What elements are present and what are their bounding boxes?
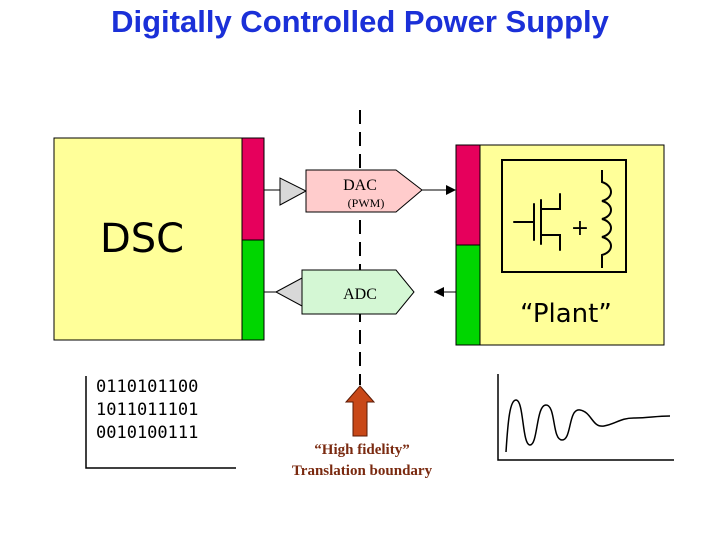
plant-output-port	[455, 244, 481, 346]
adc-block	[301, 269, 415, 315]
dsc-input-port	[241, 239, 265, 341]
dac-sublabel: (PWM)	[348, 196, 385, 210]
plant-label: “Plant”	[520, 299, 612, 329]
inductor-icon	[601, 170, 612, 268]
boundary-label: “High fidelity” Translation boundary	[262, 440, 462, 482]
plant-input-port	[455, 144, 481, 246]
dac-block	[305, 169, 423, 213]
dsc-label: DSC	[100, 216, 184, 262]
up-arrow-icon	[344, 385, 376, 437]
bits-axes	[85, 376, 236, 469]
bit-row: 1011011101	[96, 400, 199, 420]
adc-buffer-triangle	[274, 277, 303, 307]
adc-label: ADC	[343, 286, 377, 303]
waveform-axes	[497, 374, 674, 461]
page-title: Digitally Controlled Power Supply	[111, 4, 609, 39]
boundary-label-line1: “High fidelity”	[314, 442, 410, 458]
bit-stream: 0110101100 1011011101 0010100111	[96, 376, 198, 445]
switch-icon	[513, 193, 561, 251]
plant-schematic-frame	[501, 159, 627, 273]
dac-label: DAC	[343, 177, 377, 194]
dac-arrowhead	[446, 185, 456, 195]
bit-row: 0110101100	[96, 377, 199, 397]
bit-row: 0010100111	[96, 423, 199, 443]
dsc-box	[53, 137, 243, 341]
adc-arrowhead	[434, 287, 444, 297]
dsc-output-port	[241, 137, 265, 241]
dac-buffer-triangle	[279, 177, 308, 206]
boundary-label-line2: Translation boundary	[291, 463, 433, 479]
waveform-icon	[505, 399, 671, 453]
plant-box	[479, 144, 665, 346]
plus-icon: +	[571, 216, 589, 241]
